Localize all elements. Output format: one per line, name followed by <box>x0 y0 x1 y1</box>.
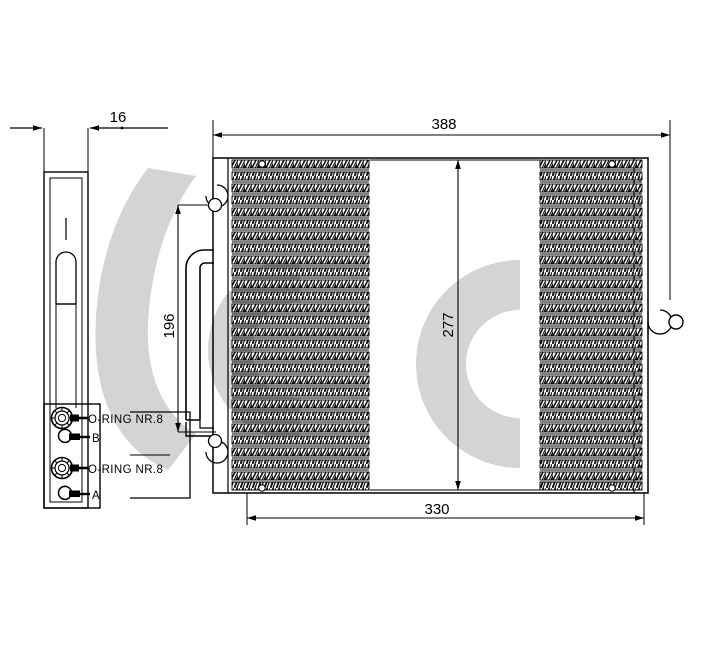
callout-port-b: B <box>92 433 100 445</box>
mount-lug-bottom-left <box>205 433 229 464</box>
core-fin-block-right <box>539 159 643 492</box>
dimension-330-label: 330 <box>424 501 449 518</box>
callout-port-a: A <box>92 490 100 502</box>
mount-lug-top-left <box>205 184 229 213</box>
callout-oring-lower: O-RING NR.8 <box>88 464 163 476</box>
callout-group: O-RING NR.8 B O-RING NR.8 A <box>88 414 163 502</box>
dimension-196-label: 196 <box>161 313 178 338</box>
callout-oring-upper: O-RING NR.8 <box>88 414 163 426</box>
fitting-upper-oring <box>50 406 88 430</box>
fitting-lower-port-a <box>57 485 90 501</box>
mount-lug-right <box>647 309 684 335</box>
dimension-196: 196 <box>161 204 216 433</box>
dimension-388: 388 <box>212 116 671 300</box>
side-profile-view <box>43 171 101 509</box>
fitting-lower-oring <box>50 456 88 480</box>
dimension-277-label: 277 <box>440 312 457 337</box>
dimension-16-label: 16 <box>110 109 127 126</box>
inlet-outlet-tube <box>130 249 214 499</box>
dimension-277: 277 <box>370 159 540 491</box>
core-fin-block-left <box>231 159 370 492</box>
front-core-view <box>205 157 684 494</box>
fitting-upper-port-b <box>57 428 90 444</box>
dimension-388-label: 388 <box>431 116 456 133</box>
dimension-330: 330 <box>246 493 645 525</box>
dimension-16: 16 <box>10 109 168 172</box>
